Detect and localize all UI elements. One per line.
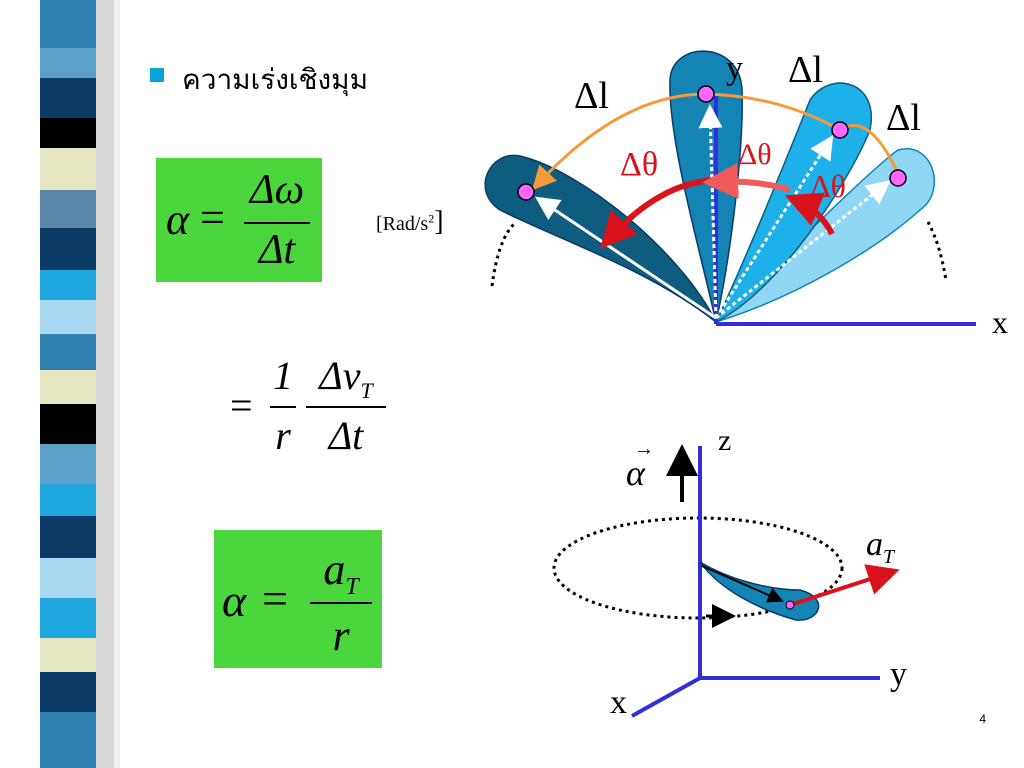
equation-box-alpha-aT bbox=[214, 530, 382, 668]
eq3-alpha: α bbox=[222, 575, 247, 626]
label-delta-l-left: Δl bbox=[574, 75, 609, 117]
angular-acceleration-3d-diagram bbox=[552, 444, 900, 718]
label-x-axis-top: x bbox=[992, 304, 1008, 340]
point-mid bbox=[697, 85, 715, 103]
page-number: 4 bbox=[979, 712, 986, 726]
eq2-num2-text: Δv bbox=[319, 353, 361, 398]
label-delta-theta-left: Δθ bbox=[620, 146, 659, 183]
eq2-bar1 bbox=[270, 406, 296, 408]
label-y-axis-3d: y bbox=[890, 656, 907, 693]
label-delta-l-top: Δl bbox=[788, 49, 823, 91]
label-delta-theta-right: Δθ bbox=[810, 168, 846, 204]
eq1-alpha: α bbox=[166, 195, 190, 244]
angular-displacement-diagram bbox=[484, 50, 976, 326]
unit-exponent: 2 bbox=[428, 211, 435, 226]
eq2-den1: r bbox=[275, 413, 291, 458]
eq2-equals: = bbox=[230, 383, 253, 428]
eq3-num-text: a bbox=[323, 545, 346, 594]
decorative-stripe bbox=[0, 0, 120, 768]
equation-box-alpha-domega bbox=[156, 158, 322, 282]
slide-heading: ความเร่งเชิงมุม bbox=[182, 63, 369, 96]
unit-close: ] bbox=[434, 206, 444, 237]
tangential-acceleration-vector bbox=[789, 564, 900, 607]
label-delta-l-right: Δl bbox=[886, 97, 921, 139]
unit-label: [Rad/s2] bbox=[376, 206, 444, 238]
dotted-circle-arc-right bbox=[926, 221, 948, 281]
eq2-bar2 bbox=[306, 406, 386, 408]
unit-text: [Rad/s bbox=[376, 213, 429, 235]
aT-sub: T bbox=[883, 545, 895, 568]
bullet-square bbox=[150, 68, 164, 82]
eq2-num2-sub: T bbox=[360, 378, 373, 403]
eq3-fraction-bar bbox=[310, 602, 372, 604]
petal-dark bbox=[484, 154, 717, 323]
arc-length-path bbox=[531, 92, 902, 191]
petal-point bbox=[785, 600, 795, 610]
label-delta-theta-middle: Δθ bbox=[738, 138, 772, 171]
eq2-num2: ΔvT bbox=[304, 352, 388, 404]
angle-arc-middle bbox=[702, 162, 791, 199]
eq2-num1: 1 bbox=[273, 353, 293, 398]
eq1-equals: = bbox=[200, 193, 225, 242]
eq2-den2: Δt bbox=[328, 413, 364, 458]
angle-arc-inner bbox=[784, 192, 835, 236]
label-x-axis-3d: x bbox=[610, 684, 627, 721]
point-dark bbox=[517, 183, 535, 201]
radius-vector-light bbox=[714, 134, 834, 319]
label-y-axis-top: y bbox=[726, 50, 743, 87]
radius-vector-pale bbox=[715, 180, 891, 320]
dotted-circle-arc-left bbox=[490, 222, 516, 287]
petal-radius-vector bbox=[701, 565, 784, 603]
eq1-denominator: Δt bbox=[258, 227, 296, 273]
stripe-blocks bbox=[40, 0, 120, 768]
label-alpha-vector: → α bbox=[626, 438, 654, 494]
label-z-axis: z bbox=[718, 424, 732, 457]
eq1-fraction-bar bbox=[244, 222, 310, 224]
eq3-equals: = bbox=[262, 573, 288, 624]
label-aT: aT bbox=[866, 526, 894, 569]
eq1-numerator: Δω bbox=[249, 167, 305, 213]
radius-vector-dark bbox=[535, 196, 717, 320]
alpha-vector-arrowhead: → bbox=[634, 438, 654, 460]
alpha-vector-text: α bbox=[626, 453, 645, 493]
point-pale bbox=[889, 169, 907, 187]
eq3-numerator: aT bbox=[306, 544, 376, 601]
axis-x-3d bbox=[631, 676, 701, 718]
point-light bbox=[831, 121, 849, 139]
aT-text: a bbox=[866, 526, 883, 563]
eq3-num-sub: T bbox=[345, 573, 359, 600]
eq3-denominator: r bbox=[332, 611, 350, 660]
